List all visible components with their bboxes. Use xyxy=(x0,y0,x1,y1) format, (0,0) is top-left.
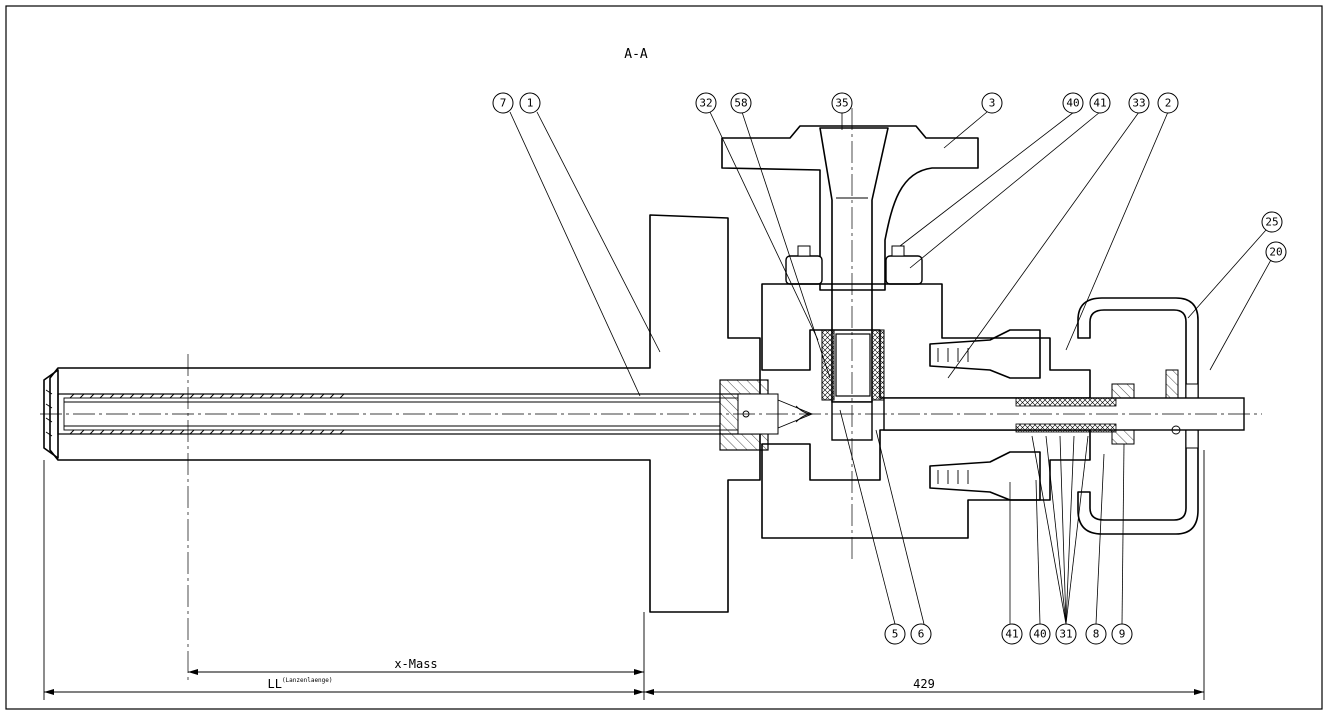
svg-text:41: 41 xyxy=(1005,628,1018,641)
svg-text:20: 20 xyxy=(1269,246,1282,259)
svg-text:31: 31 xyxy=(1059,628,1072,641)
drawing-frame xyxy=(5,5,1323,710)
balloon-32: 32 xyxy=(695,92,717,114)
svg-text:40: 40 xyxy=(1033,628,1046,641)
dimension-x-mass: x-Mass xyxy=(394,657,437,671)
svg-text:8: 8 xyxy=(1093,628,1100,641)
svg-text:9: 9 xyxy=(1119,628,1126,641)
balloon-40-bottom: 40 xyxy=(1029,623,1051,645)
svg-text:3: 3 xyxy=(989,97,996,110)
svg-text:6: 6 xyxy=(918,628,925,641)
handwheel xyxy=(721,125,979,403)
balloon-6: 6 xyxy=(910,623,932,645)
balloon-25: 25 xyxy=(1261,211,1283,233)
svg-text:40: 40 xyxy=(1066,97,1079,110)
balloon-1: 1 xyxy=(519,92,541,114)
balloon-3: 3 xyxy=(981,92,1003,114)
svg-text:35: 35 xyxy=(835,97,848,110)
balloon-58: 58 xyxy=(730,92,752,114)
balloon-8: 8 xyxy=(1085,623,1107,645)
svg-text:1: 1 xyxy=(527,97,534,110)
section-title: A-A xyxy=(624,47,648,62)
balloon-9: 9 xyxy=(1111,623,1133,645)
balloon-41-bottom: 41 xyxy=(1001,623,1023,645)
dimension-429: 429 xyxy=(913,677,935,691)
balloon-41-top: 41 xyxy=(1089,92,1111,114)
balloon-7: 7 xyxy=(492,92,514,114)
svg-text:58: 58 xyxy=(734,97,747,110)
dimensions: x-Mass LL(Lanzenlaenge) 429 xyxy=(43,450,1205,700)
svg-text:5: 5 xyxy=(892,628,899,641)
balloon-40-top: 40 xyxy=(1062,92,1084,114)
balloon-2: 2 xyxy=(1157,92,1179,114)
dimension-ll: LL(Lanzenlaenge) xyxy=(267,677,332,691)
svg-text:25: 25 xyxy=(1265,216,1278,229)
balloon-20: 20 xyxy=(1265,241,1287,263)
lance-body xyxy=(43,214,814,613)
svg-text:41: 41 xyxy=(1093,97,1106,110)
part-balloons: 7 1 32 58 35 3 40 41 33 2 25 20 5 6 41 4… xyxy=(492,92,1287,645)
svg-text:2: 2 xyxy=(1165,97,1172,110)
balloon-33: 33 xyxy=(1128,92,1150,114)
balloon-5: 5 xyxy=(884,623,906,645)
svg-text:32: 32 xyxy=(699,97,712,110)
leader-lines xyxy=(509,111,1273,625)
balloon-35: 35 xyxy=(831,92,853,114)
svg-text:33: 33 xyxy=(1132,97,1145,110)
balloon-31: 31 xyxy=(1055,623,1077,645)
svg-text:7: 7 xyxy=(500,97,507,110)
